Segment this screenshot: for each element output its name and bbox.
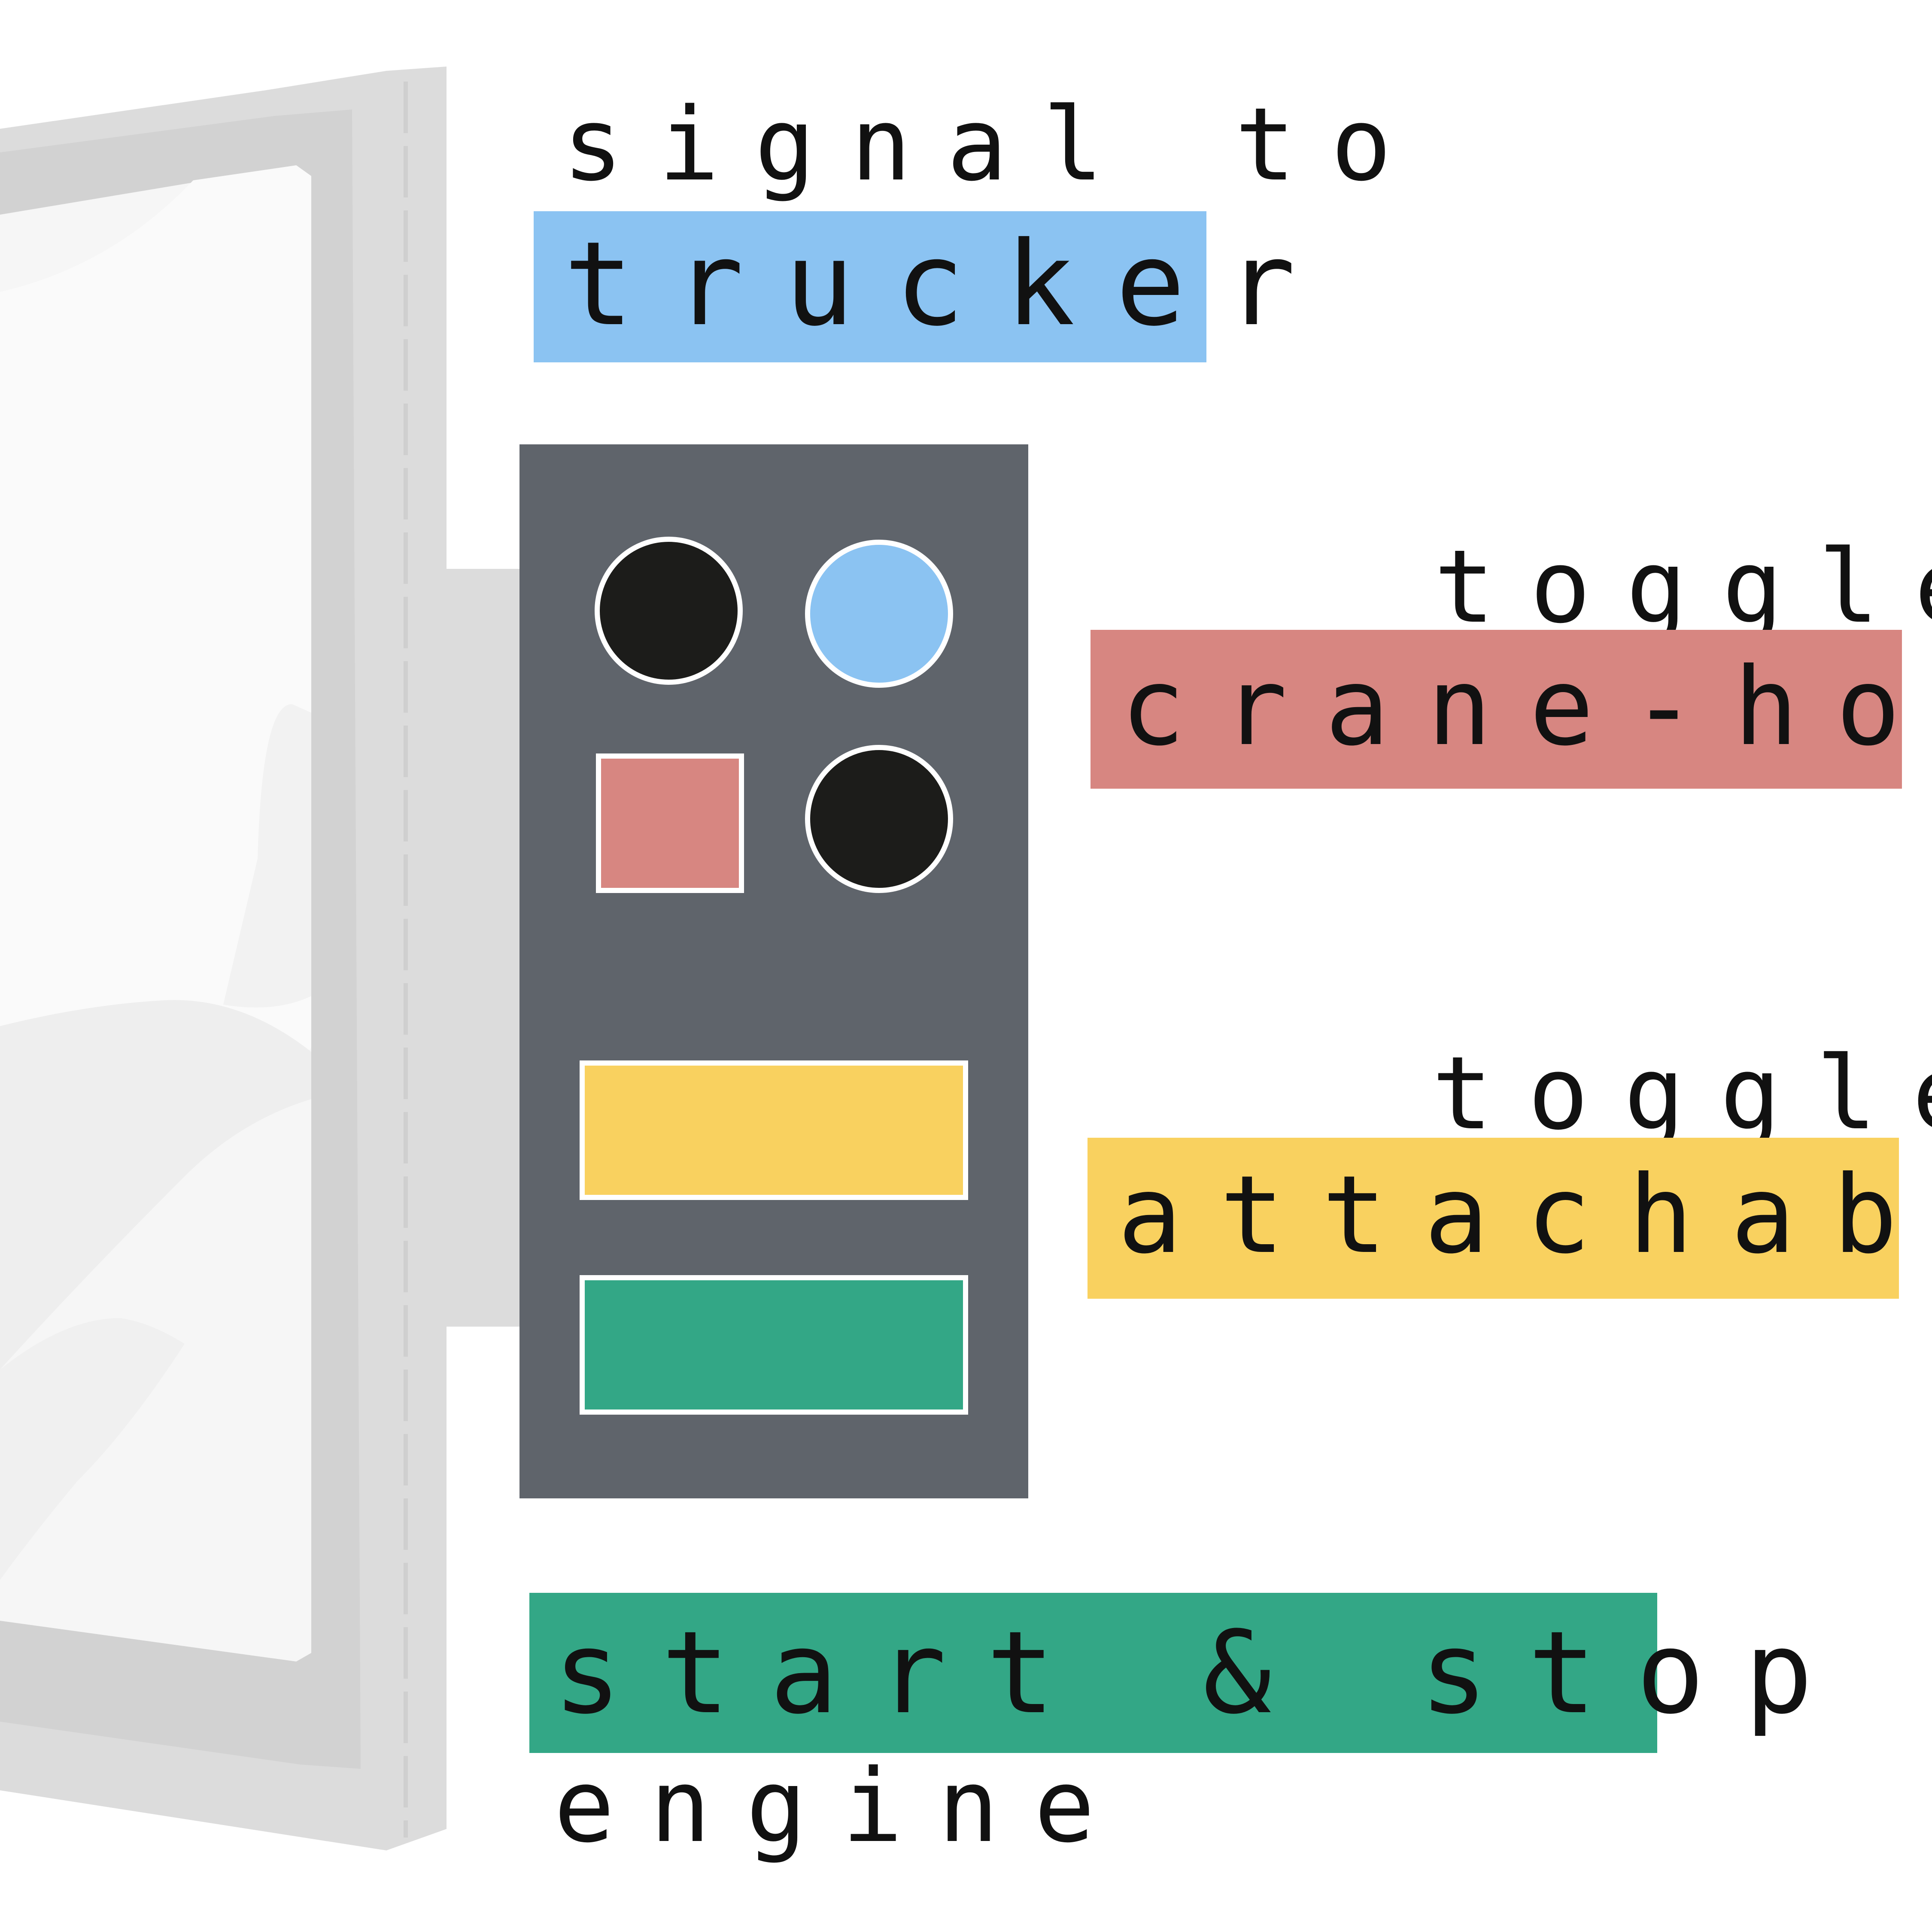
crane-label-line2: crane-hook bbox=[1121, 644, 1932, 769]
switch-yellow[interactable] bbox=[580, 1060, 968, 1200]
button-black-top[interactable] bbox=[595, 537, 743, 685]
engine-label-line2: engine bbox=[554, 1748, 1130, 1865]
attach-label-line2: attachable bbox=[1118, 1152, 1932, 1277]
signal-label-line1: signal to bbox=[562, 86, 1427, 204]
crane-label-line1: toggle bbox=[1434, 529, 1932, 646]
attach-label-line1: toggle bbox=[1432, 1035, 1932, 1152]
signal-label-line2: trucker bbox=[564, 216, 1337, 352]
button-blue[interactable] bbox=[805, 540, 953, 688]
button-black-bottom[interactable] bbox=[805, 745, 953, 893]
switch-green[interactable] bbox=[580, 1275, 968, 1415]
button-red-square[interactable] bbox=[596, 753, 744, 893]
engine-label-line1: start & stop bbox=[553, 1607, 1853, 1739]
crane-label-band: crane-hook bbox=[1091, 630, 1932, 789]
signal-label-band: trucker bbox=[534, 211, 1296, 362]
control-panel bbox=[519, 444, 1028, 1498]
engine-label-band: start & stop bbox=[529, 1593, 1813, 1753]
attach-label-band: attachable bbox=[1088, 1138, 1932, 1299]
